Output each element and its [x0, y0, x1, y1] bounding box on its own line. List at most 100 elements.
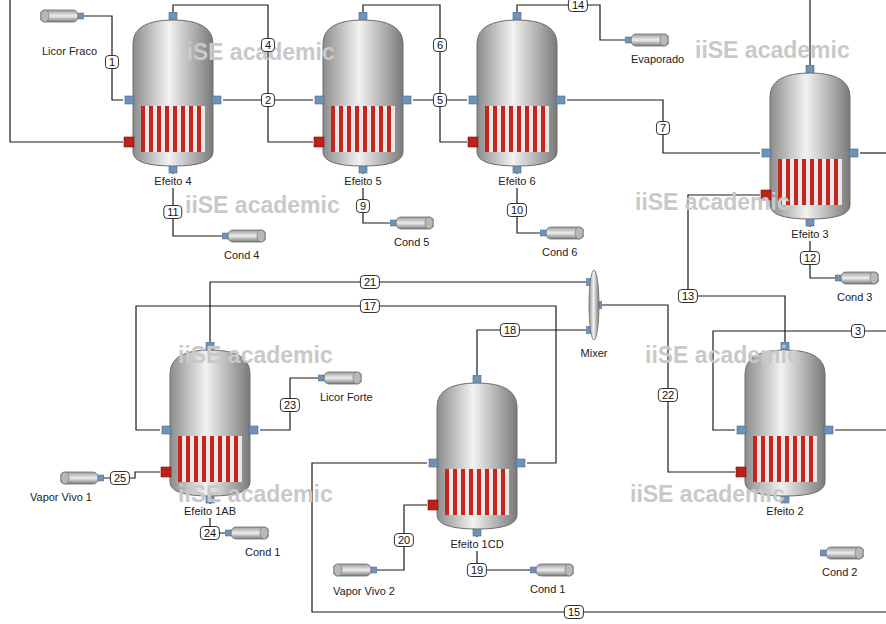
stream-number: 24 [200, 526, 220, 540]
stream-line [84, 16, 123, 100]
equipment-label: Efeito 6 [496, 174, 537, 188]
nozzle [225, 530, 231, 536]
steam-inlet [736, 467, 746, 477]
equipment-label: Mixer [579, 346, 610, 360]
nozzle [249, 426, 258, 434]
stream-icon [625, 32, 669, 48]
stream-terminal: Cond 2 [820, 545, 864, 561]
stream-number: 13 [678, 289, 698, 303]
stream-icon [222, 228, 266, 244]
equipment-label: Cond 1 [530, 582, 565, 596]
equipment-label: Licor Fraco [42, 44, 97, 58]
equipment-label: Efeito 3 [789, 227, 830, 241]
cylinder-end [257, 230, 265, 242]
nozzle [318, 375, 324, 381]
nozzle [212, 96, 221, 104]
nozzle [78, 13, 84, 19]
stream-icon [225, 525, 269, 541]
nozzle [540, 230, 546, 236]
stream-icon [820, 545, 864, 561]
steam-inlet [124, 137, 134, 147]
steam-inlet [161, 467, 171, 477]
cylinder [228, 230, 266, 242]
stream-line [210, 282, 586, 342]
equipment-label: Vapor Vivo 2 [333, 584, 395, 598]
stream-number: 22 [658, 388, 678, 402]
vessel-shell [745, 350, 825, 496]
cylinder-end [353, 372, 361, 384]
vessel-shell [323, 20, 403, 166]
tube-bundle [178, 436, 242, 482]
stream-line [688, 195, 785, 342]
stream-line [602, 305, 735, 472]
nozzle [516, 459, 525, 467]
stream-terminal: Evaporado [625, 32, 669, 48]
nozzle [737, 426, 746, 434]
tube-bundle [331, 106, 395, 152]
cylinder [396, 217, 434, 229]
tube-bundle [141, 106, 205, 152]
equipment-label: Evaporado [631, 52, 684, 66]
cylinder [826, 547, 864, 559]
nozzle [429, 459, 438, 467]
stream-terminal: Licor Fraco [40, 8, 84, 24]
stream-terminal: Cond 3 [835, 270, 879, 286]
stream-line [477, 330, 586, 375]
nozzle [98, 475, 104, 481]
nozzle [125, 96, 134, 104]
stream-terminal: Vapor Vivo 1 [60, 470, 104, 486]
mixer: Mixer [586, 268, 602, 342]
stream-terminal: Cond 5 [390, 215, 434, 231]
cylinder [631, 34, 669, 46]
tube-bundle [445, 469, 509, 515]
steam-inlet [428, 500, 438, 510]
cylinder-end [41, 10, 49, 22]
stream-icon [40, 8, 84, 24]
equipment-label: Licor Forte [320, 390, 373, 404]
offpage-stubs [10, 0, 886, 612]
equipment-label: Cond 6 [542, 245, 577, 259]
stream-icon [60, 470, 104, 486]
watermark: iiSE academic [178, 482, 333, 506]
stream-number: 14 [568, 0, 588, 12]
nozzle [402, 96, 411, 104]
watermark: iiSE academic [630, 482, 785, 506]
evaporator: Efeito 5 [313, 12, 413, 192]
evaporator-vessel [313, 12, 413, 174]
evaporator: Efeito 1CD [427, 375, 527, 555]
stream-number: 9 [356, 199, 370, 213]
mixer-symbol [586, 268, 602, 342]
stream-icon [540, 225, 584, 241]
equipment-label: Efeito 4 [152, 174, 193, 188]
equipment-label: Cond 3 [837, 290, 872, 304]
tube-bundle [753, 436, 817, 482]
steam-inlet [468, 137, 478, 147]
steam-inlet [314, 137, 324, 147]
stream-number: 12 [800, 251, 820, 265]
stream-number: 5 [433, 93, 447, 107]
stream-icon [835, 270, 879, 286]
stream-number: 25 [110, 471, 130, 485]
nozzle [390, 220, 396, 226]
evaporator-vessel [467, 12, 567, 174]
equipment-label: Efeito 2 [764, 504, 805, 518]
nozzle [556, 96, 565, 104]
stream-terminal: Licor Forte [318, 370, 362, 386]
stream-icon [530, 562, 574, 578]
evaporator: Efeito 4 [123, 12, 223, 192]
cylinder-end [425, 217, 433, 229]
watermark: iiSE academic [645, 343, 800, 367]
evaporator-vessel [427, 375, 527, 537]
stream-icon [390, 215, 434, 231]
stream-number: 15 [564, 605, 584, 619]
stream-line [567, 100, 760, 153]
stream-number: 6 [433, 38, 447, 52]
stream-number: 1 [105, 55, 119, 69]
mixer-body [589, 270, 599, 340]
tube-bundle [485, 106, 549, 152]
stream-terminal: Vapor Vivo 2 [333, 562, 377, 578]
stream-line [377, 505, 427, 570]
equipment-label: Vapor Vivo 1 [30, 490, 92, 504]
cylinder [333, 564, 371, 576]
